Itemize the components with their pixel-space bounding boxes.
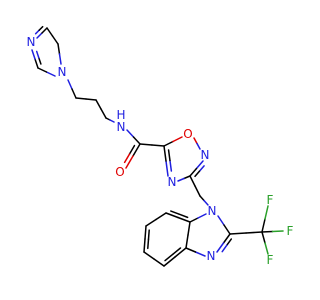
benzimidazole-bond (217, 215, 225, 226)
amide-bond (151, 144, 165, 147)
imidazole-bond (34, 58, 39, 69)
benzimidazole-bond (221, 244, 228, 253)
imidazole-bond (35, 50, 40, 59)
atom-label-layer: N N N H O O N N N N F F F (27, 35, 294, 267)
imidazole-bond (58, 53, 62, 65)
benzimidazole-bond (194, 251, 206, 257)
benzene-bond (170, 210, 180, 215)
oxadiazole-bond (189, 167, 198, 177)
linker-bond (199, 195, 205, 202)
amide-o-label: O (115, 165, 124, 179)
benzimidazole-n3-label: N (207, 249, 216, 263)
oxadiazole-bond (167, 149, 171, 162)
imidazole-n3-label: N (27, 35, 36, 49)
chain-bond (75, 97, 87, 100)
bond-layer (31, 25, 284, 267)
chain-bond (67, 79, 73, 90)
oxadiazole-bond (169, 159, 173, 172)
imidazole-bond (41, 27, 48, 34)
benzimidazole-bond (189, 217, 199, 223)
cf3-bond (261, 230, 274, 233)
oxadiazole-n2-label: N (201, 148, 210, 162)
fluorine-1-label: F (287, 224, 294, 238)
imidazole-n1-label: N (58, 65, 67, 79)
benzene-bond (143, 251, 155, 260)
benzimidazole-bond (223, 224, 231, 235)
benzene-bond (178, 213, 189, 219)
benzimidazole-n1-label: N (208, 204, 217, 218)
oxadiazole-bond (172, 136, 183, 143)
benzene-bond (143, 238, 146, 253)
imidazole-bond (34, 29, 40, 35)
benzimidazole-bond (185, 234, 189, 249)
oxadiazole-n4-label: N (168, 175, 177, 189)
chain-bond (100, 108, 107, 119)
imidazole-bond (38, 25, 44, 31)
carbonyl-bond (125, 155, 134, 169)
oxadiazole-bond (163, 145, 167, 162)
fluorine-3-label: F (267, 253, 274, 267)
oxadiazole-bond (196, 142, 201, 150)
oxadiazole-bond (193, 137, 198, 145)
carbonyl-bond (123, 153, 131, 164)
oxadiazole-bond (194, 170, 201, 178)
benzene-bond (164, 253, 174, 262)
imidazole-bond (38, 56, 42, 65)
benzene-bond (153, 258, 165, 267)
benzimidazole-bond (216, 242, 225, 253)
carbonyl-bond (132, 143, 141, 157)
oxadiazole-bond (183, 175, 191, 180)
benzene-bond (147, 229, 150, 241)
oxadiazole-bond (163, 140, 174, 147)
benzimidazole-bond (185, 247, 197, 253)
amide-h-label: H (116, 108, 125, 122)
fluorine-2-label: F (267, 193, 274, 207)
oxadiazole-bond (165, 160, 169, 177)
benzene-bond (163, 256, 176, 267)
oxadiazole-bond (198, 165, 205, 172)
benzimidazole-bond (222, 233, 231, 244)
amide-bond (126, 129, 135, 138)
benzene-bond (144, 225, 147, 240)
linker-bond (203, 199, 209, 206)
oxadiazole-bond (177, 177, 185, 182)
amide-bond (132, 136, 141, 145)
molecule-structure: N N N H O O N N N N F F F (27, 25, 294, 267)
imidazole-bond (45, 71, 56, 77)
benzimidazole-bond (187, 221, 191, 236)
cf3-bond (271, 230, 284, 233)
cf3-bond (261, 231, 266, 244)
benzene-bond (165, 212, 179, 219)
linker-bond (189, 175, 196, 187)
cf3-bond (261, 218, 266, 233)
cf3-bond (264, 205, 269, 220)
imidazole-bond (57, 43, 61, 55)
imidazole-bond (51, 35, 59, 45)
benzene-bond (147, 238, 150, 250)
benzene-bond (177, 216, 191, 223)
imidazole-bond (46, 27, 54, 37)
carbonyl-bond (128, 144, 136, 155)
linker-bond (194, 185, 201, 197)
cf3-bond (264, 242, 269, 255)
chain-bond (85, 98, 97, 101)
imidazole-bond (31, 49, 36, 60)
cf3-bond (229, 232, 247, 235)
imidazole-bond (36, 32, 43, 39)
benzene-bond (174, 247, 187, 258)
oxadiazole-o1-label: O (183, 127, 192, 141)
chain-bond (109, 119, 115, 123)
oxadiazole-bond (195, 160, 204, 170)
cf3-bond (245, 231, 263, 234)
benzimidazole-bond (197, 213, 207, 219)
benzene-bond (172, 247, 182, 256)
benzene-bond (145, 218, 157, 227)
amide-n-label: N (117, 120, 126, 134)
chain-bond (95, 99, 102, 110)
chain-bond (71, 88, 77, 99)
benzene-bond (155, 212, 167, 221)
benzimidazole-bond (225, 238, 233, 247)
imidazole-bond (37, 67, 48, 73)
amide-bond (139, 143, 153, 146)
